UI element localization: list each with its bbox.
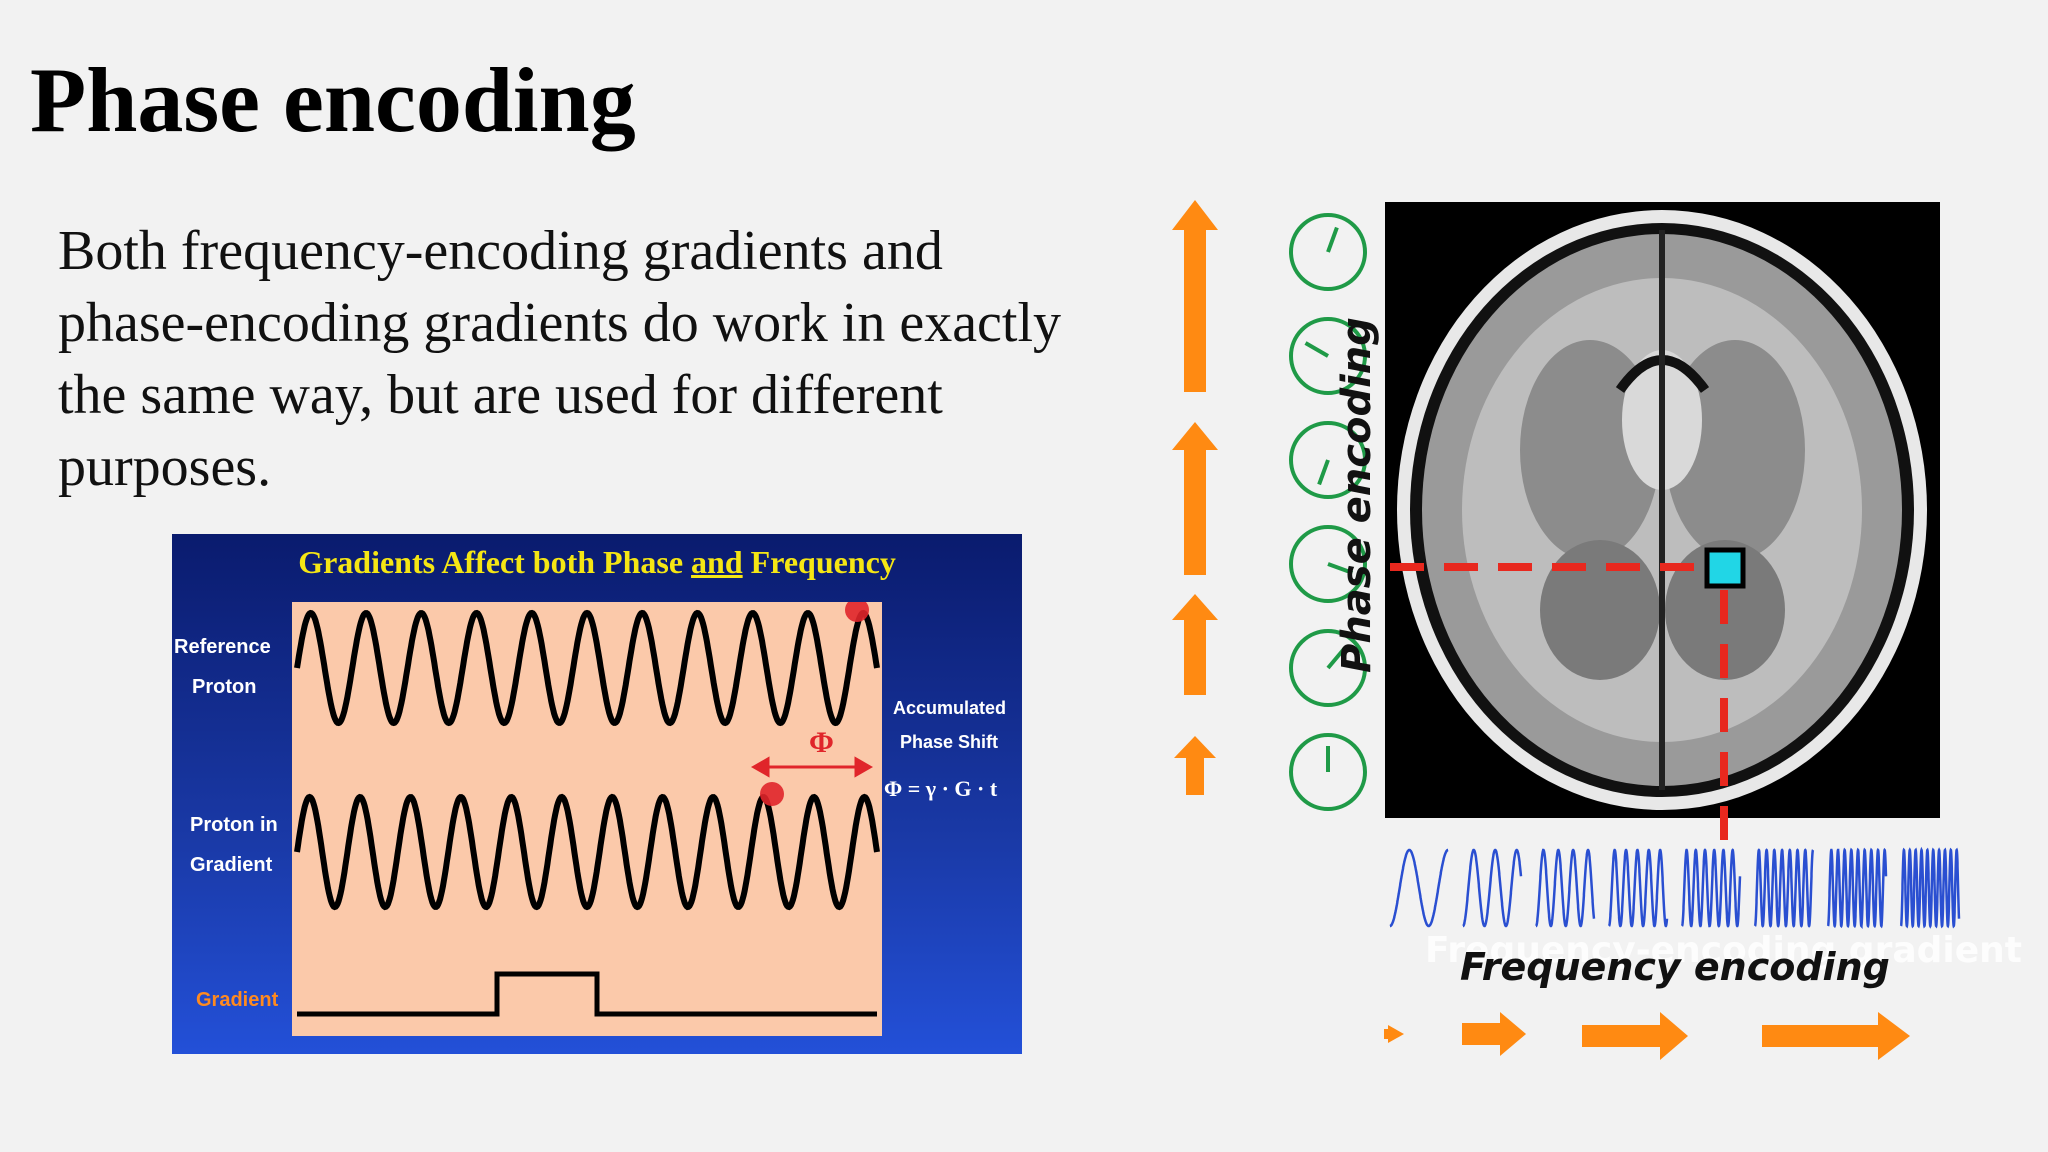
freq-arrow-tiny bbox=[1384, 1025, 1404, 1043]
brain-encoding-figure bbox=[1172, 200, 1961, 1060]
shifted-phase-marker bbox=[760, 782, 784, 806]
gradient-proton-wave bbox=[294, 793, 880, 911]
phase-arrow-small bbox=[1172, 594, 1218, 695]
gradient-figure-title: Gradients Affect both Phase and Frequenc… bbox=[298, 544, 896, 580]
body-line-1: Both frequency-encoding gradients and bbox=[58, 220, 943, 282]
phi-symbol: Φ bbox=[809, 726, 834, 759]
phase-circle-arrow-2 bbox=[1304, 341, 1330, 358]
phase-formula: Φ = γ · G · t bbox=[884, 776, 998, 801]
label-accumulated-1: Accumulated bbox=[893, 698, 1007, 718]
slide-title: Phase encoding bbox=[30, 49, 636, 151]
phase-circle-arrow-3 bbox=[1317, 459, 1330, 486]
label-accumulated-2: Phase Shift bbox=[900, 732, 999, 752]
frequency-wave-2 bbox=[1462, 848, 1523, 928]
phase-circle-3 bbox=[1289, 421, 1367, 499]
phase-circle-4 bbox=[1289, 525, 1367, 603]
gradient-pulse bbox=[297, 971, 877, 1017]
frequency-wave-1 bbox=[1389, 848, 1449, 928]
voxel-guides bbox=[1390, 563, 1728, 840]
brain-mri-image bbox=[1385, 202, 1940, 818]
phase-circle-arrow-5 bbox=[1326, 646, 1347, 670]
phase-arrow-tiny bbox=[1174, 736, 1216, 795]
body-line-2: phase-encoding gradients do work in exac… bbox=[58, 292, 1062, 354]
frequency-wave-8 bbox=[1899, 846, 1961, 929]
freq-arrow-large bbox=[1762, 1012, 1910, 1060]
frequency-encoding-axis-label: Frequency encoding bbox=[1460, 945, 1890, 989]
phase-arrow-large bbox=[1172, 200, 1218, 392]
label-proton-gradient-2: Gradient bbox=[190, 854, 273, 876]
label-gradient: Gradient bbox=[196, 989, 279, 1011]
phase-arrows bbox=[1172, 200, 1218, 795]
phase-circle-2 bbox=[1289, 317, 1367, 395]
phase-encoding-axis-label: Phase encoding bbox=[1334, 317, 1380, 673]
reference-wave bbox=[294, 609, 880, 727]
frequency-encoding-gradient-ghost-label: Frequency-encoding gradient bbox=[1425, 930, 2022, 971]
label-reference-1: Reference bbox=[174, 636, 271, 658]
body-line-3: the same way, but are used for different bbox=[58, 364, 943, 426]
body-paragraph: Both frequency-encoding gradients and ph… bbox=[58, 215, 1158, 503]
body-line-4: purposes. bbox=[58, 436, 272, 498]
gradient-phase-figure: Gradients Affect both Phase and Frequenc… bbox=[172, 534, 1022, 1054]
frequency-wave-7 bbox=[1826, 847, 1888, 930]
frequency-wave-4 bbox=[1608, 848, 1669, 928]
phase-circle-6 bbox=[1289, 733, 1367, 811]
phase-circles bbox=[1289, 213, 1367, 811]
phase-circle-arrow-4 bbox=[1327, 562, 1354, 575]
label-reference-2: Proton bbox=[192, 676, 257, 698]
freq-arrow-small bbox=[1462, 1012, 1526, 1056]
reference-phase-marker bbox=[845, 598, 869, 622]
freq-arrow-medium bbox=[1582, 1012, 1688, 1060]
frequency-wave-6 bbox=[1753, 848, 1815, 928]
phase-circle-1 bbox=[1289, 213, 1367, 291]
waveform-panel bbox=[292, 598, 882, 1036]
phase-circle-5 bbox=[1289, 629, 1367, 707]
phase-arrow-medium bbox=[1172, 422, 1218, 575]
frequency-arrows bbox=[1384, 1012, 1910, 1060]
frequency-waves bbox=[1389, 846, 1961, 930]
label-proton-gradient-1: Proton in bbox=[190, 814, 278, 836]
phase-circle-arrow-1 bbox=[1326, 226, 1339, 253]
waveforms-svg bbox=[294, 598, 880, 1017]
frequency-wave-3 bbox=[1535, 848, 1596, 928]
frequency-wave-5 bbox=[1680, 848, 1742, 928]
voxel-square bbox=[1704, 547, 1746, 589]
phase-shift-arrow bbox=[750, 756, 874, 778]
